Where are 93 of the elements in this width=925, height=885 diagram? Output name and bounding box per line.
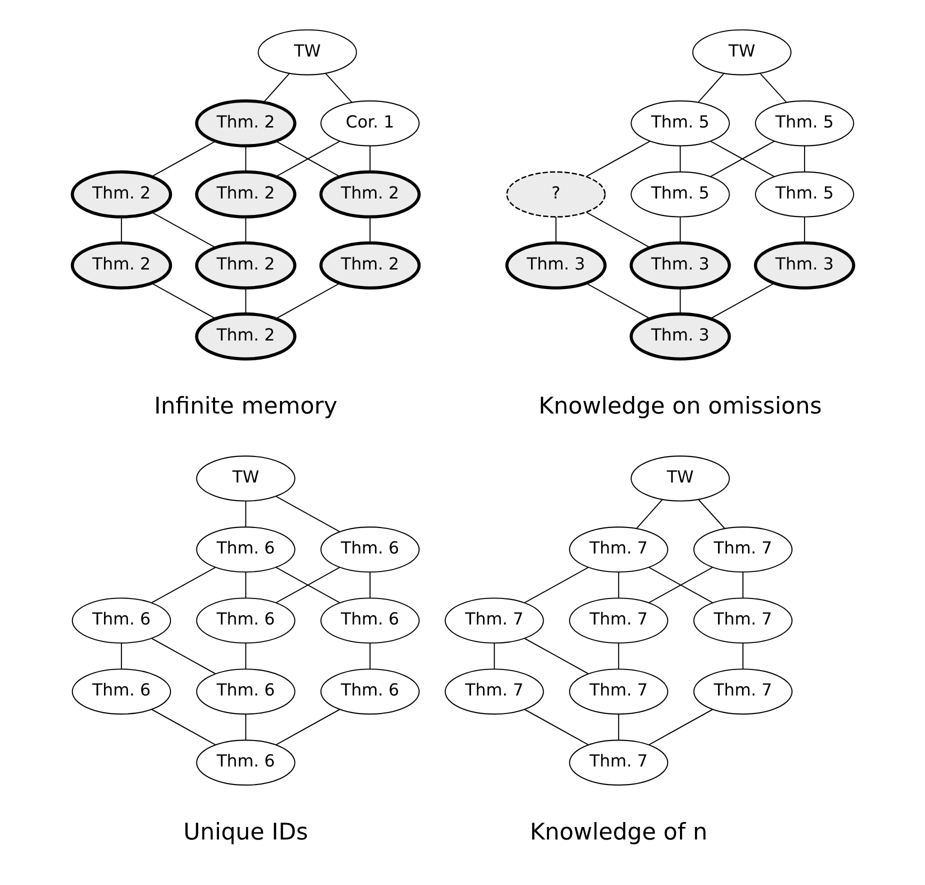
node-ellipse: Thm. 7: [444, 668, 544, 714]
connector: [679, 145, 680, 172]
node-ellipse: Thm. 2: [194, 312, 296, 360]
node-ellipse: Thm. 5: [630, 170, 730, 217]
connector: [369, 145, 370, 172]
connector: [244, 287, 246, 314]
connector: [759, 72, 786, 102]
connector: [524, 566, 588, 603]
connector: [151, 566, 216, 603]
connector: [618, 572, 619, 598]
node-ellipse: ?: [506, 170, 606, 218]
connector: [324, 72, 352, 102]
connector: [648, 708, 712, 745]
node-ellipse: Thm. 7: [692, 526, 792, 572]
node-ellipse: Thm. 6: [320, 526, 420, 572]
connector: [618, 642, 619, 668]
node-ellipse: Thm. 6: [71, 668, 171, 714]
connector: [244, 145, 246, 172]
connector: [742, 642, 743, 668]
node-ellipse: Thm. 7: [692, 668, 792, 714]
node-ellipse: Thm. 2: [70, 240, 172, 289]
connector: [151, 708, 215, 745]
node-ellipse: Thm. 7: [568, 739, 668, 786]
node-ellipse: TW: [196, 455, 295, 501]
node-ellipse: Thm. 7: [444, 597, 544, 644]
node-ellipse: Thm. 2: [194, 98, 296, 147]
connector: [244, 714, 246, 740]
node-ellipse: Thm. 3: [629, 240, 730, 289]
node-ellipse: Thm. 3: [753, 240, 855, 289]
connector: [586, 211, 650, 248]
node-ellipse: Thm. 5: [630, 100, 730, 146]
node-ellipse: Thm. 5: [754, 100, 854, 146]
label: Knowledge of n: [529, 819, 707, 845]
node-ellipse: TW: [257, 28, 356, 75]
node-ellipse: Thm. 3: [629, 312, 730, 360]
connector: [244, 500, 246, 526]
connector: [151, 140, 216, 176]
connector: [648, 566, 712, 603]
label: Infinite memory: [154, 392, 337, 419]
connector: [710, 282, 774, 318]
connector: [151, 638, 215, 674]
connector: [698, 498, 725, 528]
node-ellipse: Thm. 6: [320, 668, 420, 714]
node-ellipse: Thm. 2: [194, 170, 296, 218]
label: Unique IDs: [182, 819, 308, 845]
connector: [697, 72, 724, 102]
node-ellipse: Thm. 2: [318, 240, 420, 289]
node-ellipse: Thm. 2: [70, 170, 172, 218]
connector: [120, 642, 122, 668]
node-ellipse: Thm. 6: [196, 526, 295, 572]
connector: [244, 216, 246, 242]
connector: [120, 216, 122, 242]
connector: [262, 72, 290, 102]
connector: [275, 495, 340, 532]
node-ellipse: Thm. 2: [318, 170, 420, 218]
connector: [554, 216, 556, 242]
node-ellipse: Thm. 7: [568, 526, 668, 572]
connector: [742, 572, 743, 598]
connector: [679, 287, 680, 314]
connector: [524, 708, 588, 745]
node-ellipse: Thm. 7: [568, 597, 668, 644]
node-ellipse: Thm. 6: [196, 739, 295, 786]
node-ellipse: Thm. 3: [504, 240, 606, 289]
node-ellipse: Thm. 6: [196, 597, 295, 644]
node-ellipse: Thm. 2: [194, 240, 296, 289]
connector: [151, 282, 215, 318]
node-ellipse: Thm. 6: [71, 597, 171, 644]
connector: [369, 642, 370, 668]
node-ellipse: Thm. 6: [196, 668, 295, 714]
connector: [618, 714, 619, 740]
connector: [493, 642, 494, 668]
connector: [636, 498, 662, 528]
connector: [276, 282, 340, 318]
node-ellipse: Cor. 1: [320, 100, 420, 146]
connector: [586, 140, 650, 176]
connector: [244, 642, 246, 668]
connector: [586, 282, 650, 318]
connector: [276, 708, 340, 745]
node-ellipse: TW: [692, 28, 791, 75]
node-ellipse: Thm. 6: [320, 597, 420, 644]
connector: [151, 211, 215, 248]
node-ellipse: TW: [630, 455, 730, 501]
node-ellipse: Thm. 5: [754, 170, 854, 217]
node-ellipse: Thm. 7: [568, 668, 668, 714]
connector: [804, 145, 805, 172]
connector: [804, 216, 805, 242]
connector: [524, 638, 588, 674]
connector: [369, 572, 370, 598]
label: Knowledge on omissions: [538, 392, 822, 419]
connector: [679, 216, 680, 242]
connector: [244, 572, 246, 598]
node-ellipse: Thm. 7: [692, 597, 792, 644]
connector: [369, 216, 370, 242]
